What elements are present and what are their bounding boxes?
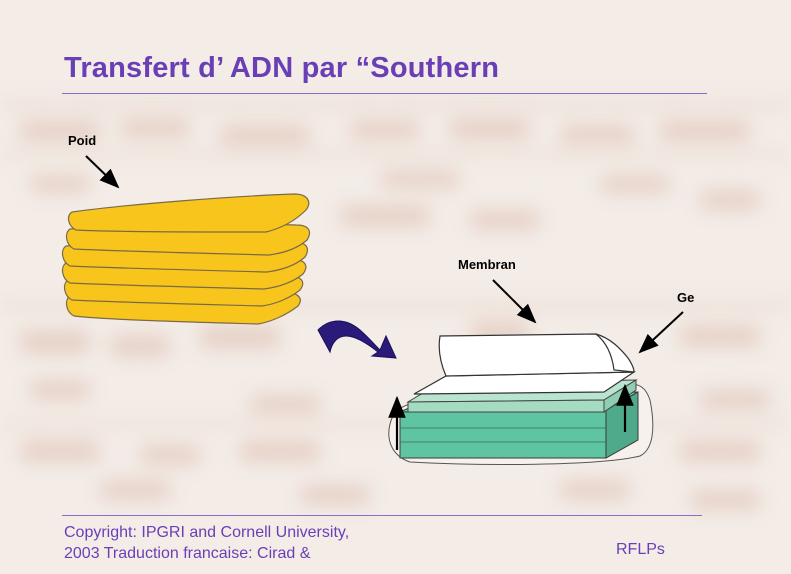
footer-divider	[62, 515, 702, 516]
copyright-line-1: Copyright: IPGRI and Cornell University,	[64, 524, 350, 541]
membrane-label: Membran	[458, 257, 516, 272]
title-divider	[62, 93, 707, 94]
curved-arrow-icon	[317, 320, 397, 359]
footer-topic: RFLPs	[616, 541, 665, 558]
weight-label: Poid	[68, 133, 97, 148]
footer-copyright: Copyright: IPGRI and Cornell University,…	[64, 522, 404, 574]
pointer-arrow-icon	[492, 279, 537, 324]
gel-label: Ge	[677, 290, 695, 305]
pointer-arrow-icon	[85, 155, 120, 189]
copyright-line-2: 2003 Traduction francaise: Cirad &	[64, 545, 311, 562]
pointer-arrow-icon	[638, 311, 684, 354]
paper-stack	[61, 193, 311, 325]
slide-title: Transfert d’ ADN par “Southern	[64, 52, 500, 84]
membrane-sheet	[413, 333, 637, 395]
